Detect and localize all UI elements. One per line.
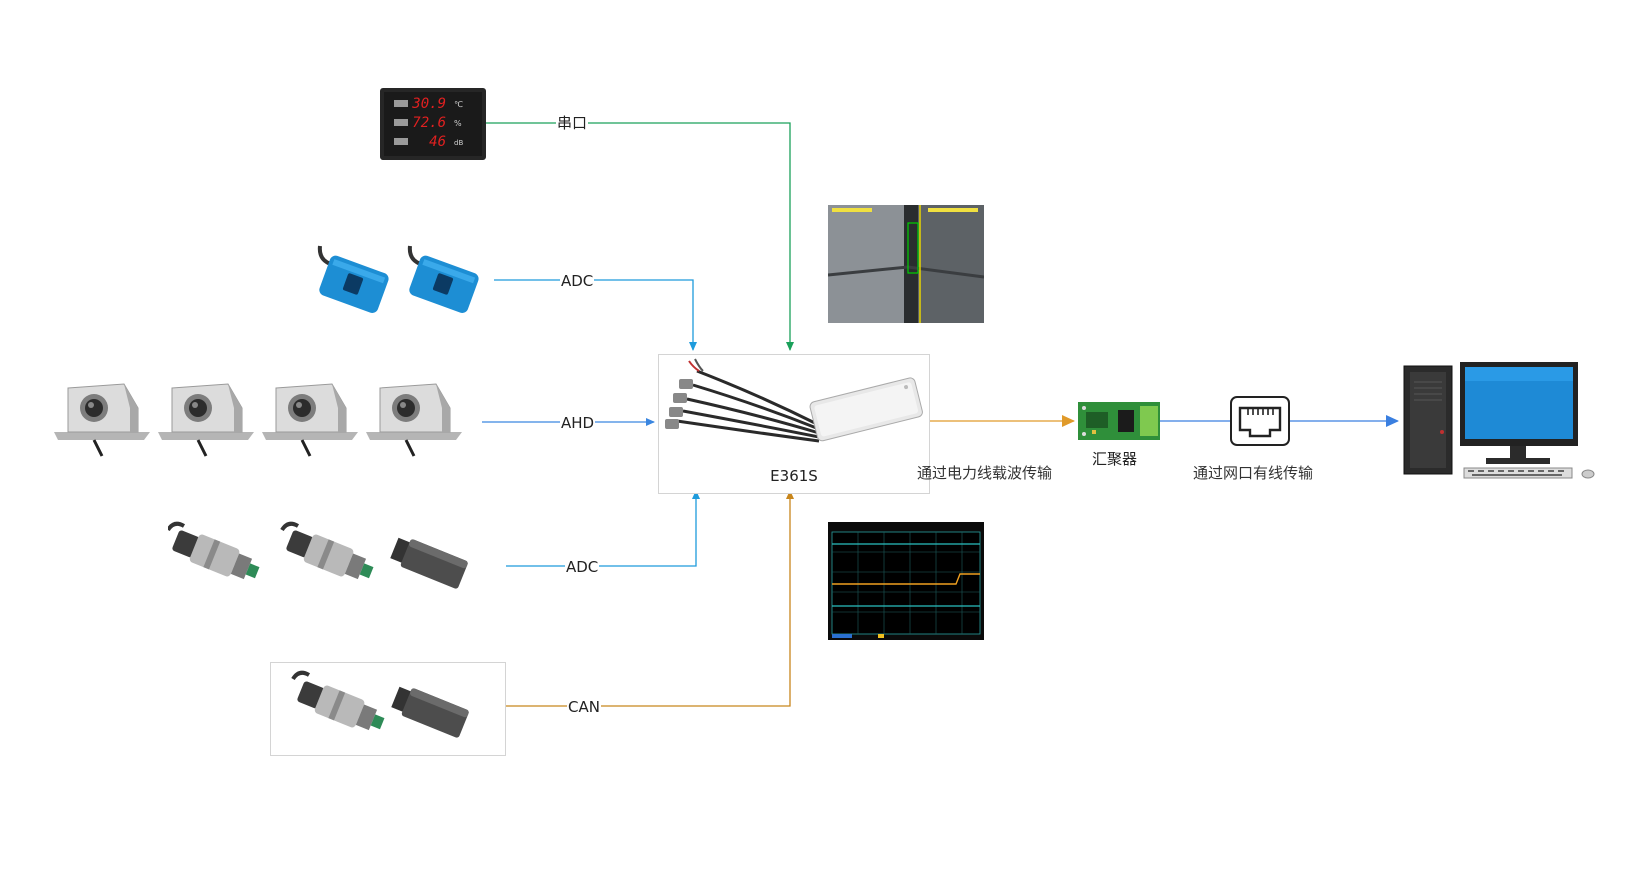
adc-top-link-label: ADC: [560, 272, 595, 290]
display-unit-humidity: %: [454, 119, 462, 128]
pressure-sensor-icon: [291, 670, 469, 738]
current-transformer-icon: [310, 236, 500, 316]
display-value-noise: 46: [429, 134, 446, 150]
gateway-device-frame: E361S: [658, 354, 930, 494]
temperature-humidity-display-icon: 30.9 72.6 46 ℃ % dB: [380, 88, 486, 160]
display-unit-noise: dB: [454, 139, 463, 147]
display-unit-temperature: ℃: [454, 100, 463, 109]
waveform-scope-icon: [828, 522, 984, 640]
hub-board-icon: [1078, 402, 1160, 440]
serial-link-label: 串口: [556, 114, 589, 132]
can-link-label: CAN: [567, 698, 601, 716]
adc-bottom-link-line: [506, 490, 700, 567]
gateway-device-icon: [665, 358, 923, 443]
plc-link-label: 通过电力线载波传输: [917, 464, 1053, 482]
serial-link-line: [470, 122, 794, 351]
camera-snapshot-icon: [827, 205, 985, 323]
adc-bottom-link-label: ADC: [565, 558, 600, 576]
hub-label: 汇聚器: [1092, 450, 1138, 468]
display-value-temperature: 30.9: [411, 96, 446, 112]
camera-icon: [54, 378, 474, 460]
can-link-line: [505, 490, 794, 707]
ethernet-port-icon: [1230, 396, 1290, 446]
desktop-computer-icon: [1402, 362, 1602, 482]
can-sensor-group-frame: [270, 662, 506, 756]
display-value-humidity: 72.6: [412, 115, 446, 131]
adc-top-link-line: [494, 279, 697, 351]
ethernet-link-label: 通过网口有线传输: [1193, 464, 1314, 482]
ahd-link-label: AHD: [560, 414, 596, 432]
gateway-device-name: E361S: [770, 467, 818, 485]
pressure-sensor-icon: [166, 516, 490, 596]
